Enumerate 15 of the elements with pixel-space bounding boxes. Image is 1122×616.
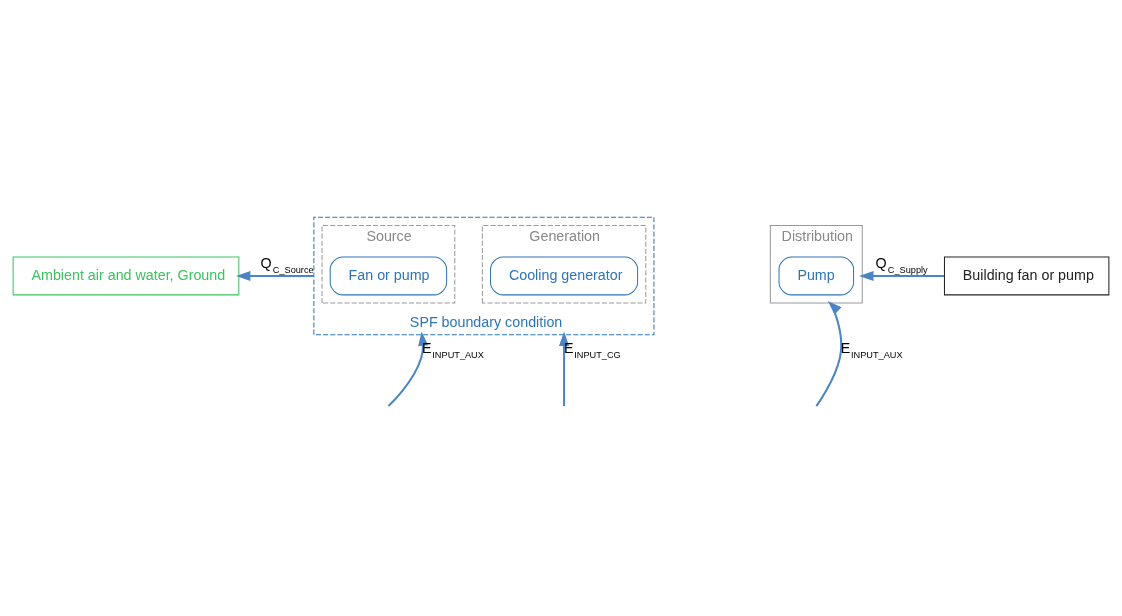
node-box: Fan or pump — [329, 256, 448, 296]
arrow — [859, 270, 945, 281]
edge-label: E$_{INPUT_CG}$ — [564, 340, 621, 361]
node-box: Building fan or pump — [943, 256, 1110, 296]
node-box: Ambient air and water, Ground — [12, 256, 240, 296]
arrow — [815, 300, 843, 407]
node-box: Cooling generator — [490, 256, 639, 296]
arrow — [559, 331, 570, 407]
edge-label: Q$_{C_Source}$ — [260, 255, 314, 276]
arrow — [236, 270, 314, 281]
arrow — [387, 331, 429, 407]
edge-label: E$_{INPUT_AUX}$ — [422, 340, 484, 361]
edge-label: Q$_{C_Supply}$ — [875, 255, 928, 276]
edge-label: E$_{INPUT_AUX}$ — [840, 340, 903, 361]
node-box: Pump — [778, 256, 855, 296]
